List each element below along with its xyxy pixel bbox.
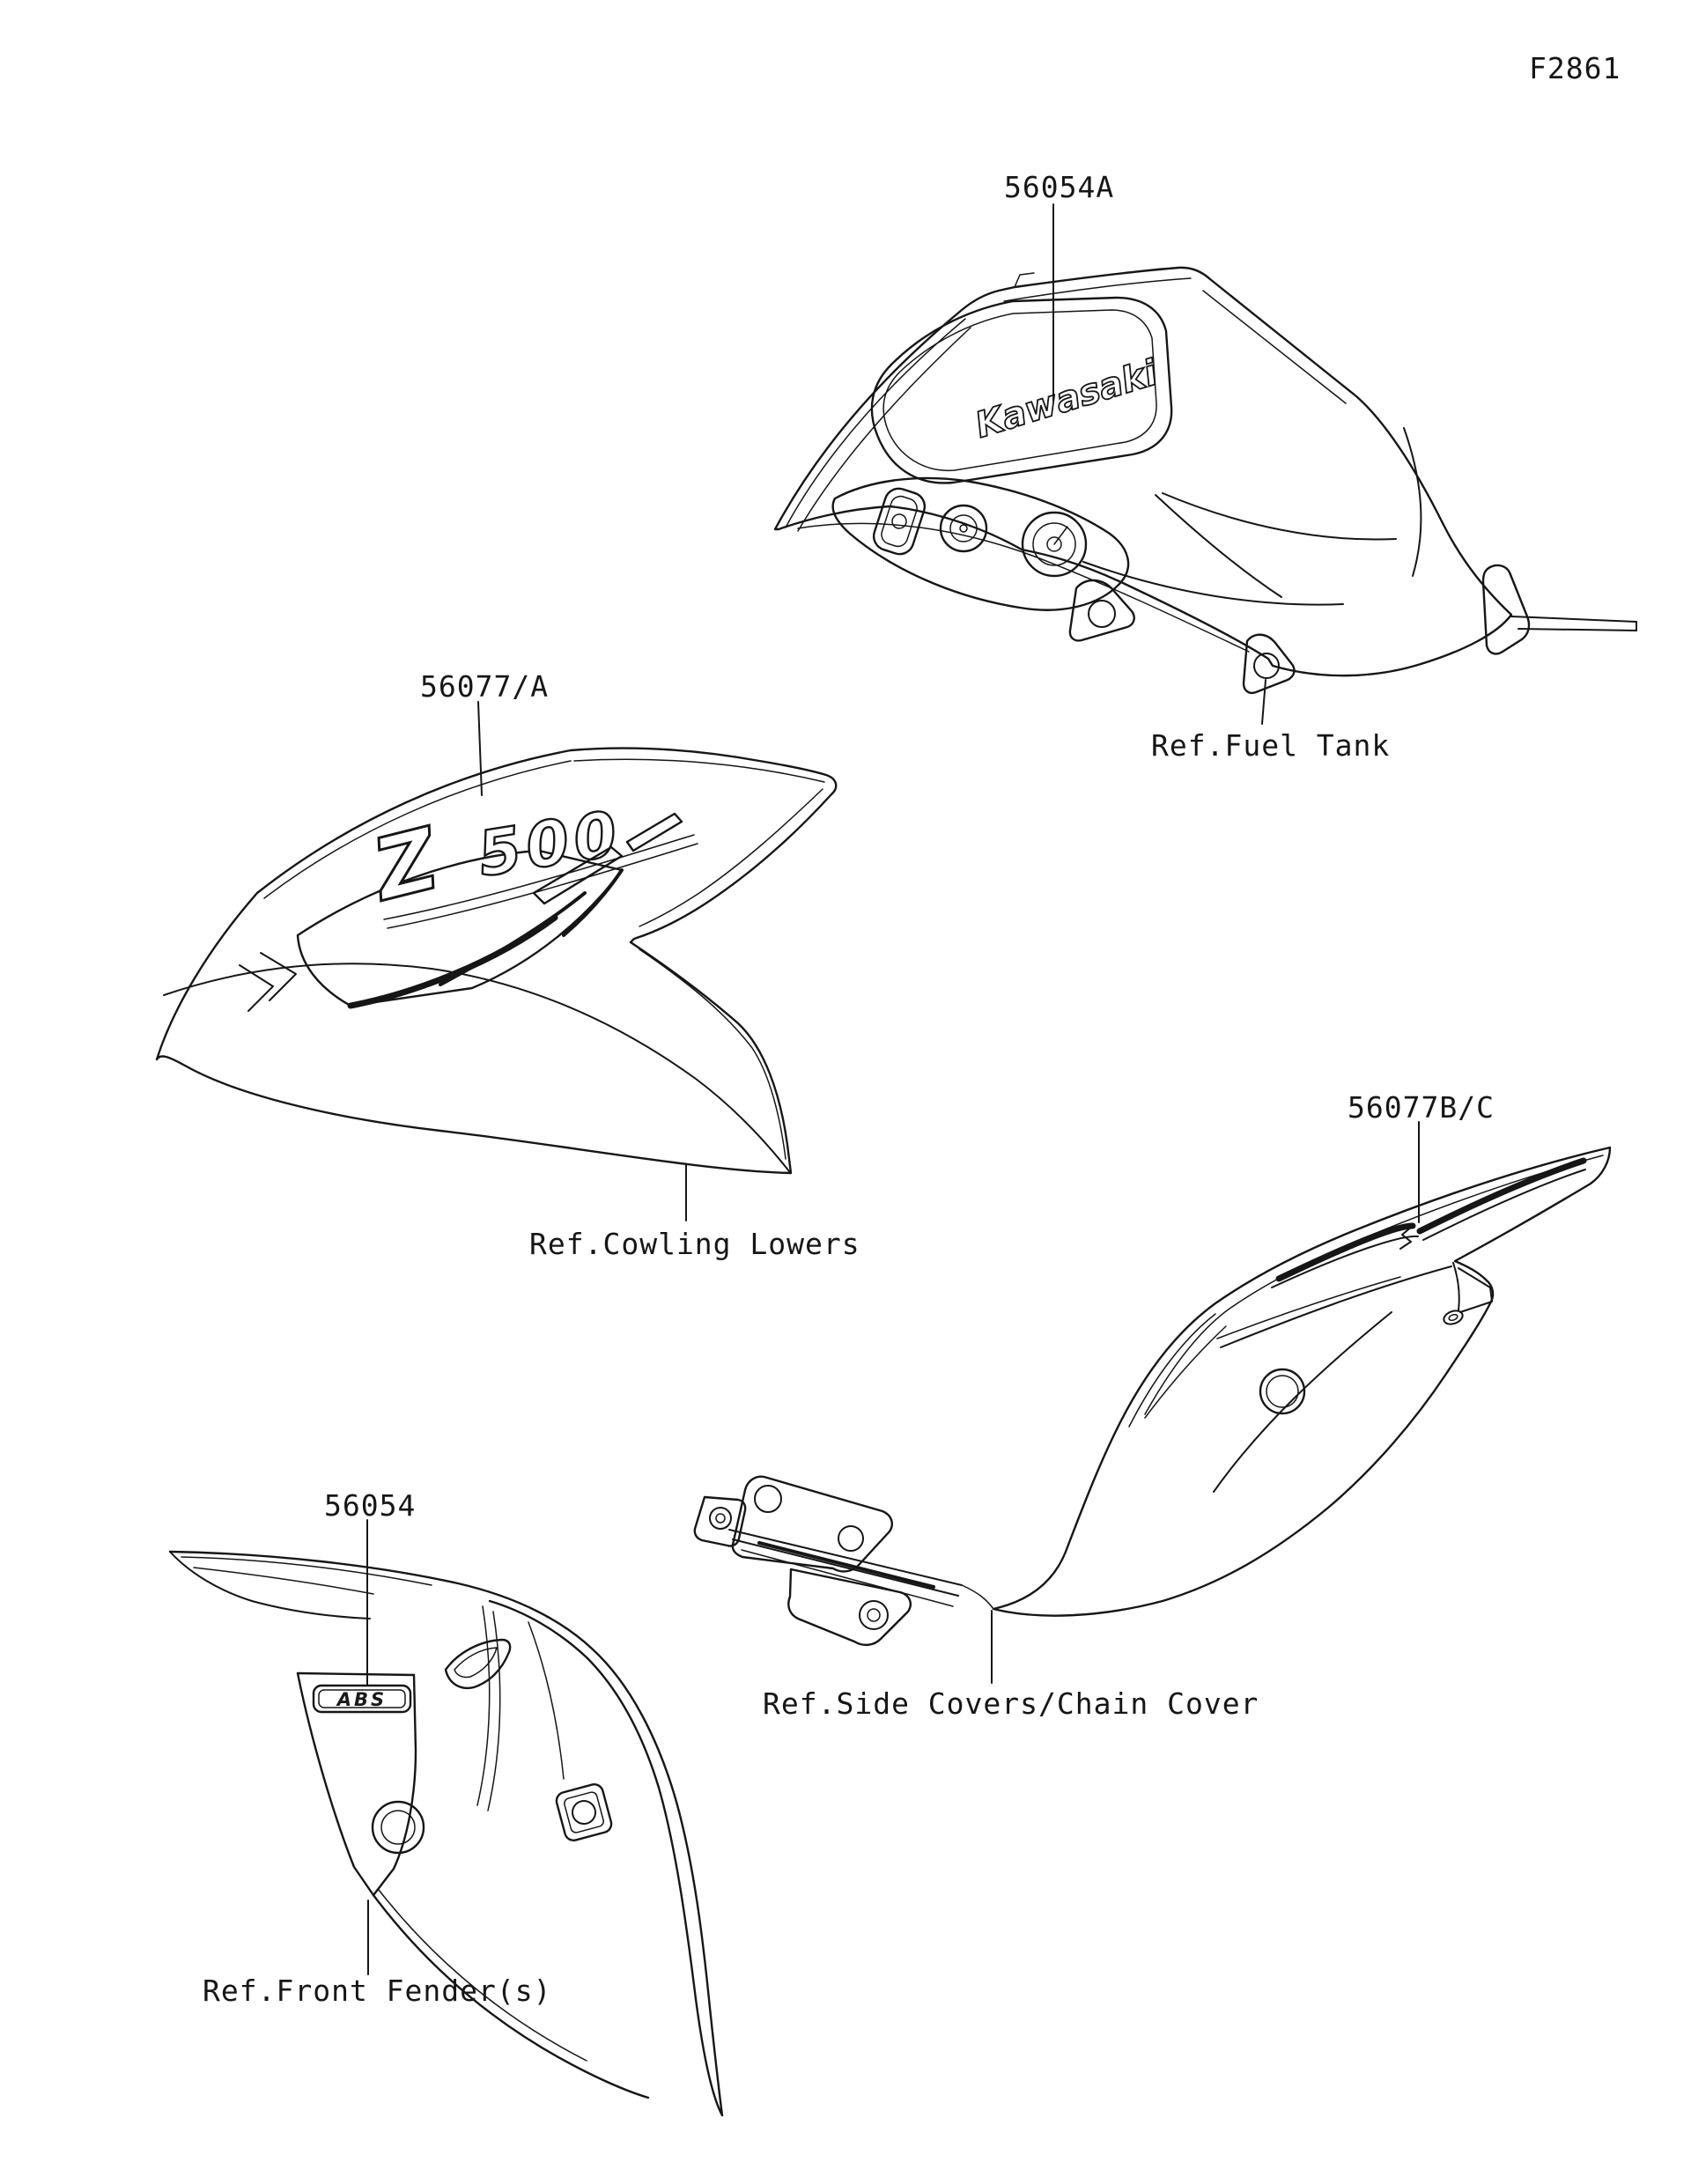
tank-body-crease-1	[1162, 492, 1397, 541]
chain-cover-bar	[728, 1529, 994, 1610]
side-cover-drawing: 56077B/C Ref.Side Covers/Chain Cover	[693, 1090, 1612, 1721]
tank-top-edge-inner-line-2	[797, 327, 971, 532]
tank-bottom-seam	[797, 522, 1250, 653]
tank-kawasaki-decal: Kawasaki	[971, 352, 1163, 446]
tank-outline	[773, 266, 1513, 677]
tank-cap-small	[939, 504, 988, 553]
fender-wheel-arch	[372, 1893, 650, 2099]
cowling-outline	[155, 747, 838, 1175]
cowling-decal-window	[296, 849, 624, 1007]
cowling-lower-boundary	[163, 963, 790, 1172]
tank-fuel-cap	[1021, 511, 1088, 578]
tank-right-edge-inner-line	[1202, 290, 1347, 404]
tank-mount-tab-rear	[1242, 633, 1296, 695]
tank-flat-top-step	[1014, 272, 1035, 288]
fender-top-edge	[168, 1550, 724, 2117]
fender-wheel-arch-inner	[378, 1889, 587, 2062]
fender-triangle-cutout	[444, 1638, 512, 1690]
fender-beak-inner-line	[181, 1556, 432, 1586]
side-cover-outline	[992, 1146, 1612, 1617]
tank-cap-panel-outline	[831, 476, 1130, 611]
cowling-right-inner-line	[639, 788, 823, 927]
fender-front-crease	[476, 1605, 491, 1806]
side-cover-screw-hole	[1443, 1310, 1464, 1325]
part-number-cowling-decal[interactable]: 56077/A	[420, 669, 549, 704]
side-cover-panel-edge-2	[1216, 1276, 1401, 1339]
side-cover-grommet	[1259, 1368, 1306, 1415]
tank-top-edge-inner-line	[786, 318, 966, 527]
fuel-tank-drawing: Kawasaki	[773, 170, 1637, 763]
side-cover-fold-line	[1452, 1262, 1460, 1311]
ref-label-cowling-lowers: Ref.Cowling Lowers	[529, 1227, 860, 1261]
part-number-fender-decal[interactable]: 56054	[324, 1488, 416, 1523]
cowling-decal-window-accent	[347, 914, 558, 1009]
fender-front-crease-2	[487, 1611, 501, 1811]
fender-abs-badge: ABS	[312, 1684, 412, 1714]
tank-rear-lower-crease	[1155, 494, 1282, 598]
cowling-part-leader-line	[477, 701, 483, 796]
part-number-fuel-tank-decal[interactable]: 56054A	[1004, 170, 1114, 204]
side-cover-flap	[1458, 1267, 1493, 1313]
fuel-tank-ref-leader-line	[1261, 679, 1266, 725]
fender-beak-underside	[169, 1551, 371, 1620]
cowling-decal-slash-bars	[383, 812, 698, 986]
cowling-blade-inner-line	[639, 948, 786, 1160]
ref-label-side-covers: Ref.Side Covers/Chain Cover	[763, 1686, 1259, 1721]
cowling-500-decal: 500	[473, 797, 627, 891]
part-number-side-cover-decal[interactable]: 56077B/C	[1348, 1090, 1495, 1125]
fender-mid-seam	[528, 1621, 565, 1780]
figure-code: F2861	[1529, 51, 1621, 85]
side-cover-panel-edge	[1220, 1265, 1452, 1348]
side-cover-decal-stripes	[1271, 1157, 1587, 1288]
cowling-z-decal: Z	[362, 808, 450, 920]
tank-right-bracket	[1481, 564, 1637, 655]
tank-decal-recess-outer	[870, 296, 1173, 484]
cowling-upper-left-inner-line	[263, 760, 572, 899]
tank-mount-tab-front	[1068, 579, 1135, 642]
side-cover-body-crease	[1213, 1311, 1392, 1493]
fender-beak-inner-line-2	[193, 1567, 374, 1595]
side-cover-body-crease-2	[1144, 1325, 1227, 1419]
tank-ignition-lock	[872, 487, 927, 556]
tank-body-crease-2	[1082, 561, 1344, 606]
tank-body-crease-3	[1403, 427, 1422, 577]
chain-cover-bracket-lower	[787, 1568, 912, 1646]
ref-label-fuel-tank: Ref.Fuel Tank	[1151, 728, 1390, 763]
cowling-decal-window-accent-2	[562, 868, 624, 937]
fender-mount-plate	[555, 1783, 613, 1841]
cowling-chevron-detail	[239, 952, 297, 1012]
front-fender-drawing: ABS 56054 Ref.Front Fender(s)	[168, 1488, 724, 2117]
fender-blade-inner-edge	[488, 1599, 724, 2117]
cowling-lowers-drawing: Z 500 56077/A Ref.Cowling Lowers	[155, 669, 860, 1261]
cowling-top-inner-line	[573, 758, 825, 783]
chain-cover-bracket-upper	[731, 1475, 893, 1573]
chain-cover-left-tab	[693, 1495, 747, 1547]
tank-flat-top-inner-line	[1003, 277, 1192, 302]
fender-abs-text: ABS	[336, 1689, 387, 1710]
side-cover-left-edge-echo	[1128, 1313, 1216, 1428]
ref-label-front-fender: Ref.Front Fender(s)	[203, 1974, 552, 2008]
tank-decal-recess-inner	[882, 309, 1157, 472]
fender-side-panel	[296, 1671, 425, 1897]
